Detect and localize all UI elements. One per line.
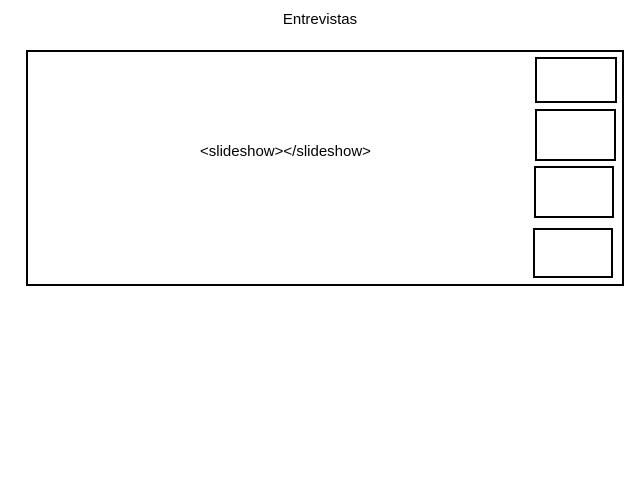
slideshow-thumbnail-3[interactable] <box>534 166 614 218</box>
slideshow-frame <box>26 50 624 286</box>
slideshow-thumbnail-2[interactable] <box>535 109 616 161</box>
slideshow-placeholder-text: <slideshow></slideshow> <box>200 143 371 160</box>
page-title: Entrevistas <box>282 11 358 28</box>
slideshow-thumbnail-4[interactable] <box>533 228 613 278</box>
slideshow-thumbnail-1[interactable] <box>535 57 617 103</box>
